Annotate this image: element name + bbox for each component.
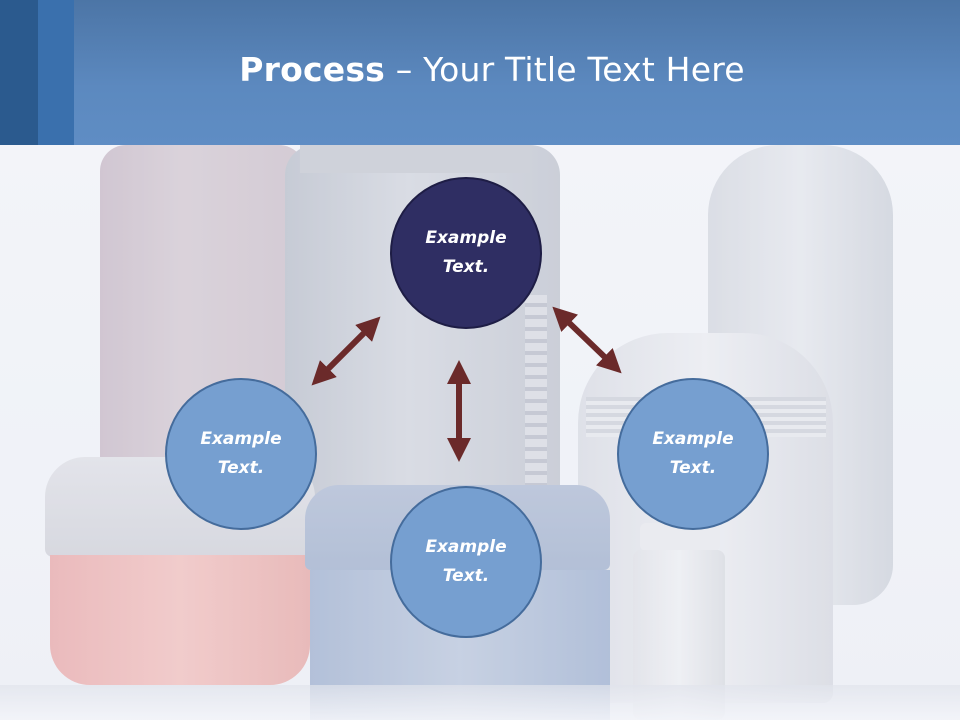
node-right-line1: Example bbox=[652, 429, 734, 449]
bottle-neck-shape bbox=[300, 145, 530, 173]
header-accent-bar bbox=[0, 0, 38, 145]
process-node-right[interactable]: Example Text. bbox=[617, 378, 769, 530]
process-node-top[interactable]: Example Text. bbox=[390, 177, 542, 329]
node-left-line1: Example bbox=[200, 429, 282, 449]
floor-reflection bbox=[0, 685, 960, 720]
node-bottom-line2: Text. bbox=[442, 566, 490, 586]
slide-title[interactable]: Process – Your Title Text Here bbox=[0, 50, 960, 89]
node-left-line2: Text. bbox=[217, 458, 265, 478]
node-bottom-line1: Example bbox=[425, 537, 507, 557]
header-accent-bar-2 bbox=[38, 0, 74, 145]
arrow-top-right bbox=[552, 306, 622, 374]
title-rest-part: – Your Title Text Here bbox=[385, 50, 745, 89]
node-right-line2: Text. bbox=[669, 458, 717, 478]
pink-jar-shape bbox=[50, 555, 310, 685]
arrow-top-left bbox=[311, 316, 381, 386]
node-top-line1: Example bbox=[425, 228, 507, 248]
title-band: Process – Your Title Text Here bbox=[0, 0, 960, 145]
process-node-bottom[interactable]: Example Text. bbox=[390, 486, 542, 638]
process-node-left[interactable]: Example Text. bbox=[165, 378, 317, 530]
title-bold-part: Process bbox=[239, 50, 386, 89]
node-top-line2: Text. bbox=[442, 257, 490, 277]
